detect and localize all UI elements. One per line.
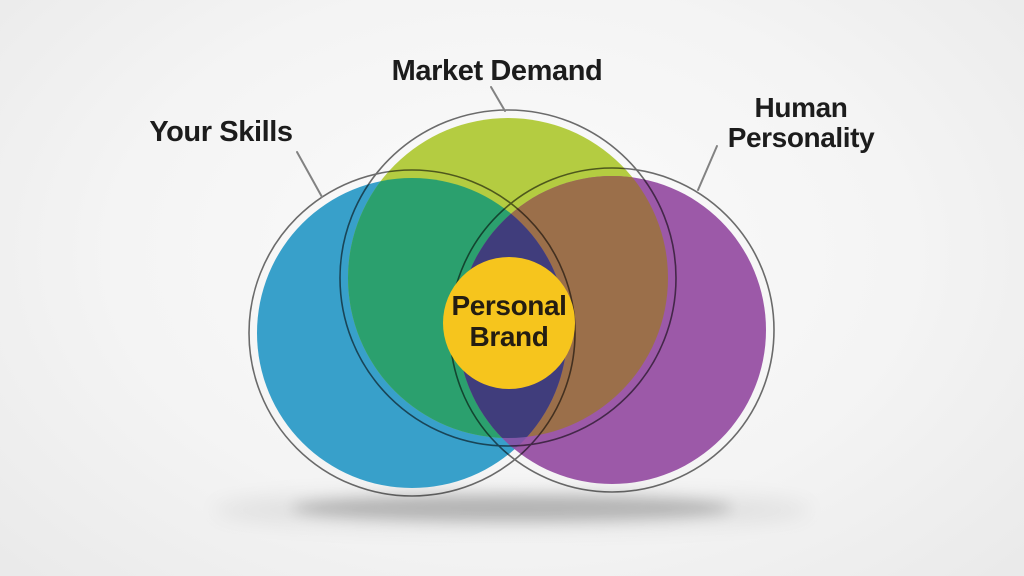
label-personal-brand: Personal Brand <box>451 290 567 352</box>
diagram-shadow <box>292 495 732 521</box>
leader-human-personality <box>697 145 718 191</box>
ring-your-skills <box>248 169 576 497</box>
label-your-skills: Your Skills <box>149 116 293 148</box>
ring-market-demand <box>339 109 677 447</box>
outline-rings <box>248 109 775 497</box>
leader-your-skills <box>296 151 323 198</box>
leader-lines <box>296 86 718 198</box>
leader-market-demand <box>490 86 506 112</box>
label-human-personality: Human Personality <box>727 92 875 154</box>
overlap-all-three <box>458 178 567 438</box>
label-market-demand: Market Demand <box>391 55 603 87</box>
personal-brand-badge <box>443 257 575 389</box>
